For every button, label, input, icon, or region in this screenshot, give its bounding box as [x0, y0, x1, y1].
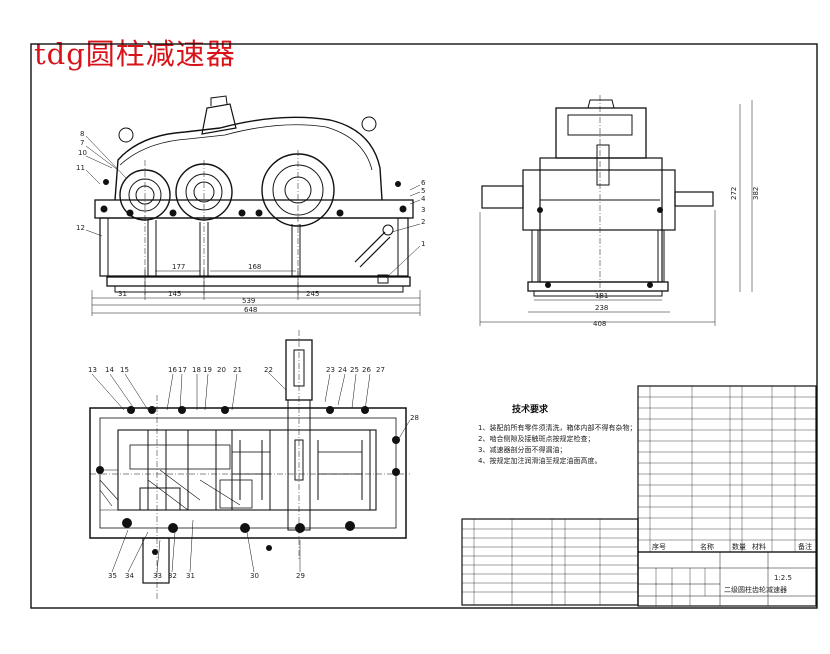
dimension-label: 408 — [593, 320, 606, 328]
side-view — [479, 95, 753, 326]
part-number: 19 — [203, 366, 212, 374]
part-number: 34 — [125, 572, 134, 580]
part-number: 17 — [178, 366, 187, 374]
title-block-header: 数量 — [732, 542, 746, 551]
part-number: 29 — [296, 572, 305, 580]
part-number: 21 — [233, 366, 242, 374]
part-number: 11 — [76, 164, 85, 172]
title-block-frame — [637, 551, 817, 607]
front-dimension-labels: 177 168 31 145 539 245 648 — [118, 263, 319, 314]
title-block-header: 名称 — [700, 542, 714, 551]
part-number: 24 — [338, 366, 347, 374]
parts-list-upper — [637, 385, 817, 553]
dimension-label: 145 — [168, 290, 181, 298]
dimension-label: 382 — [752, 187, 760, 200]
tech-req-line: 1、装配前所有零件须清洗，箱体内部不得有杂物； — [478, 423, 636, 432]
part-number: 35 — [108, 572, 117, 580]
title-block-ratio: 1:2.5 — [774, 574, 792, 582]
tech-req-line: 4、按规定加注润滑油至规定油面高度。 — [478, 456, 601, 465]
front-view — [91, 95, 421, 316]
part-number: 23 — [326, 366, 335, 374]
part-number: 7 — [80, 139, 84, 147]
tech-requirements: 技术要求 1、装配前所有零件须清洗，箱体内部不得有杂物； 2、啮合侧隙及接触斑点… — [478, 403, 636, 465]
plan-part-labels: 13 14 15 16 17 18 19 20 21 22 23 24 25 2… — [88, 366, 419, 580]
dimension-label: 31 — [118, 290, 127, 298]
part-number: 12 — [76, 224, 85, 232]
part-number: 31 — [186, 572, 195, 580]
part-number: 18 — [192, 366, 201, 374]
part-number: 28 — [410, 414, 419, 422]
part-number: 27 — [376, 366, 385, 374]
front-part-labels: 8 7 10 11 12 6 5 4 3 2 1 — [76, 130, 426, 248]
parts-list-lower — [461, 518, 639, 606]
dimension-label: 181 — [595, 292, 608, 300]
tech-req-line: 2、啮合侧隙及接触斑点按规定检查； — [478, 434, 594, 443]
dimension-label: 177 — [172, 263, 185, 271]
part-number: 1 — [421, 240, 425, 248]
dimension-label: 648 — [244, 306, 257, 314]
part-number: 6 — [421, 179, 426, 187]
part-number: 32 — [168, 572, 177, 580]
part-number: 10 — [78, 149, 87, 157]
part-number: 14 — [105, 366, 114, 374]
part-number: 8 — [80, 130, 84, 138]
dimension-label: 539 — [242, 297, 255, 305]
part-number: 30 — [250, 572, 259, 580]
part-number: 15 — [120, 366, 129, 374]
part-number: 16 — [168, 366, 177, 374]
part-number: 5 — [421, 187, 425, 195]
part-number: 3 — [421, 206, 425, 214]
part-number: 25 — [350, 366, 359, 374]
title-block-name: 二级圆柱齿轮减速器 — [724, 585, 787, 594]
sheet-frame — [30, 43, 818, 609]
dimension-label: 238 — [595, 304, 608, 312]
part-number: 22 — [264, 366, 273, 374]
part-number: 4 — [421, 195, 426, 203]
dimension-label: 168 — [248, 263, 261, 271]
part-number: 20 — [217, 366, 226, 374]
title-block-header: 备注 — [798, 542, 812, 551]
tech-req-line: 3、减速器剖分面不得漏油； — [478, 445, 566, 454]
side-dimension-labels: 181 238 408 272 382 — [593, 187, 760, 328]
part-number: 2 — [421, 218, 425, 226]
part-number: 13 — [88, 366, 97, 374]
title-block-header: 材料 — [752, 542, 766, 551]
title-block-header: 序号 — [652, 542, 666, 551]
tech-requirements-heading: 技术要求 — [512, 403, 549, 415]
title-block: 二级圆柱齿轮减速器 1:2.5 序号 名称 数量 材料 备注 — [652, 542, 812, 594]
dimension-label: 245 — [306, 290, 319, 298]
part-number: 26 — [362, 366, 371, 374]
dimension-label: 272 — [730, 187, 738, 200]
part-number: 33 — [153, 572, 162, 580]
